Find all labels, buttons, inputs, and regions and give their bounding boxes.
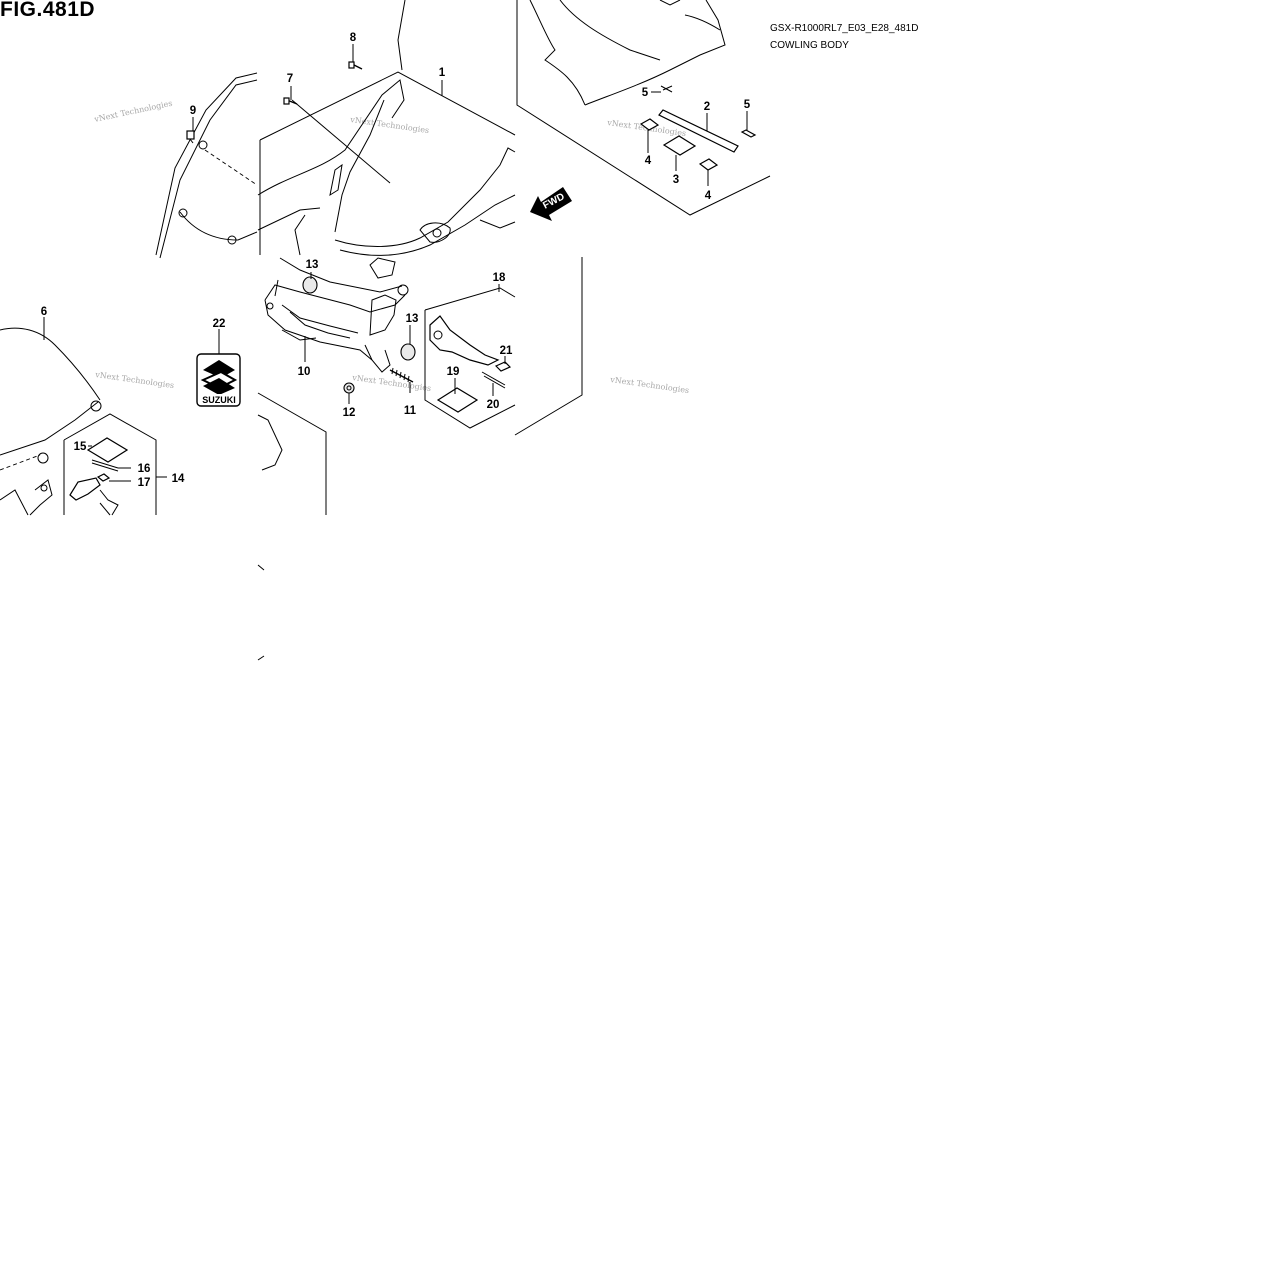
callout-16: 16 <box>138 463 151 475</box>
callout-15: 15 <box>74 441 87 453</box>
callout-8: 8 <box>350 32 357 44</box>
kit-box-14 <box>63 413 157 516</box>
leader-lines <box>43 44 748 482</box>
callout-5a: 5 <box>642 87 649 99</box>
callout-18: 18 <box>493 272 506 284</box>
callout-1: 1 <box>439 67 446 79</box>
screw-part-11 <box>389 367 414 383</box>
callout-19: 19 <box>447 366 460 378</box>
callout-12: 12 <box>343 407 356 419</box>
callout-6: 6 <box>41 306 47 318</box>
bolt-part-9 <box>186 130 195 144</box>
emblem-label: SUZUKI <box>202 395 236 405</box>
watermark-1: vNext Technologies <box>93 99 174 125</box>
callout-14: 14 <box>172 473 185 485</box>
figure-title: FIG.481D <box>0 0 96 21</box>
callout-11: 11 <box>404 405 417 417</box>
nut-part-12 <box>343 382 355 394</box>
forward-direction-arrow: FWD <box>530 187 572 221</box>
callout-7: 7 <box>287 73 293 85</box>
watermark-4: vNext Technologies <box>94 370 175 390</box>
suzuki-emblem-part-22: SUZUKI <box>196 353 241 407</box>
callout-21: 21 <box>500 345 513 357</box>
cowling-bracket-part <box>264 257 409 373</box>
callout-22: 22 <box>213 318 226 330</box>
windscreen-part-6 <box>0 327 102 516</box>
callout-17: 17 <box>138 477 151 489</box>
callouts: 1 2 3 4 4 5 5 6 7 8 9 10 11 12 13 13 14 … <box>41 32 751 489</box>
grommet-part-13b <box>400 343 416 361</box>
callout-2: 2 <box>704 101 710 113</box>
watermark-6: vNext Technologies <box>609 375 690 395</box>
callout-4b: 4 <box>705 190 712 202</box>
cowling-body-part <box>257 71 516 279</box>
callout-5b: 5 <box>744 99 751 111</box>
watermarks: vNext Technologies vNext Technologies vN… <box>93 99 690 395</box>
windscreen-upper-drawing <box>155 0 406 259</box>
callout-13b: 13 <box>406 313 419 325</box>
kit-box-upper <box>516 0 771 216</box>
callout-10: 10 <box>298 366 311 378</box>
callout-3: 3 <box>673 174 679 186</box>
figure-reference-name: COWLING BODY <box>770 40 849 51</box>
callout-4a: 4 <box>645 155 652 167</box>
watermark-5: vNext Technologies <box>351 373 432 393</box>
kit-box-18 <box>424 257 583 436</box>
figure-reference-code: GSX-R1000RL7_E03_E28_481D <box>770 23 919 34</box>
callout-9: 9 <box>190 105 196 117</box>
callout-13a: 13 <box>306 259 319 271</box>
side-cowl-fragment <box>257 392 327 661</box>
grommet-part-13a <box>302 276 318 294</box>
callout-20: 20 <box>487 399 500 411</box>
bolt-part-7 <box>283 97 298 105</box>
watermark-2: vNext Technologies <box>349 115 430 135</box>
bolt-part-8 <box>348 61 363 70</box>
